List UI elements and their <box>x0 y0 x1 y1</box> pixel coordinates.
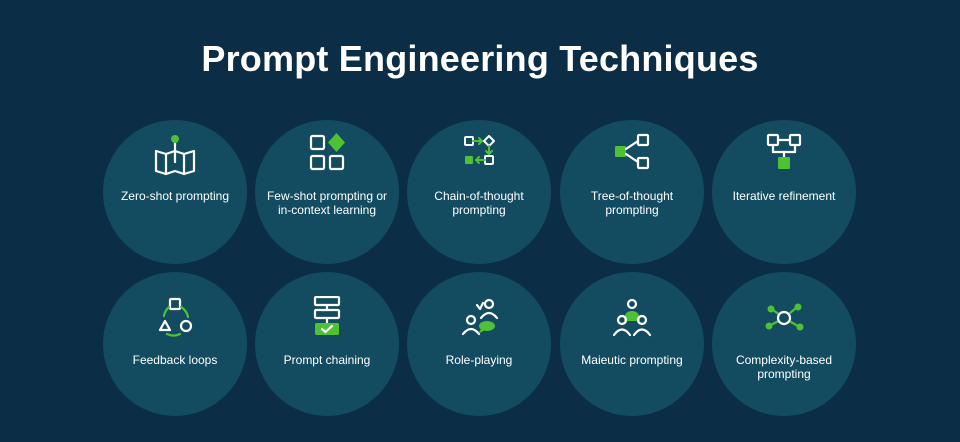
technique-card-chain-of-thought: Chain-of-thought prompting <box>407 120 551 264</box>
technique-label: Chain-of-thought prompting <box>434 189 524 217</box>
technique-label: Tree-of-thought prompting <box>590 189 674 217</box>
page-title: Prompt Engineering Techniques <box>201 38 759 79</box>
people-chat-icon <box>449 296 509 340</box>
technique-card-iterative-refinement: Iterative refinement <box>712 120 856 264</box>
technique-label: Role-playing <box>445 353 513 367</box>
technique-label: Complexity-based prompting <box>735 353 833 381</box>
technique-card-feedback-loops: Feedback loops <box>103 272 247 416</box>
technique-label: Prompt chaining <box>283 353 371 367</box>
cycle-shapes-icon <box>145 296 205 340</box>
flow-chain-icon <box>449 132 509 176</box>
technique-card-complexity-based: Complexity-based prompting <box>712 272 856 416</box>
technique-label: Feedback loops <box>132 353 218 367</box>
tree-branch-icon <box>602 132 662 176</box>
shapes-grid-icon <box>297 132 357 176</box>
hierarchy-icon <box>754 132 814 176</box>
technique-card-role-playing: Role-playing <box>407 272 551 416</box>
technique-card-prompt-chaining: Prompt chaining <box>255 272 399 416</box>
technique-label: Zero-shot prompting <box>120 189 230 203</box>
map-pin-icon <box>145 132 205 176</box>
technique-card-zero-shot: Zero-shot prompting <box>103 120 247 264</box>
technique-label: Few-shot prompting or in-context learnin… <box>266 189 388 217</box>
technique-card-maieutic: Maieutic prompting <box>560 272 704 416</box>
group-people-icon <box>602 296 662 340</box>
technique-card-tree-of-thought: Tree-of-thought prompting <box>560 120 704 264</box>
stacked-blocks-check-icon <box>297 296 357 340</box>
technique-label: Iterative refinement <box>732 189 836 203</box>
network-nodes-icon <box>754 296 814 340</box>
technique-label: Maieutic prompting <box>581 353 683 367</box>
technique-card-few-shot: Few-shot prompting or in-context learnin… <box>255 120 399 264</box>
